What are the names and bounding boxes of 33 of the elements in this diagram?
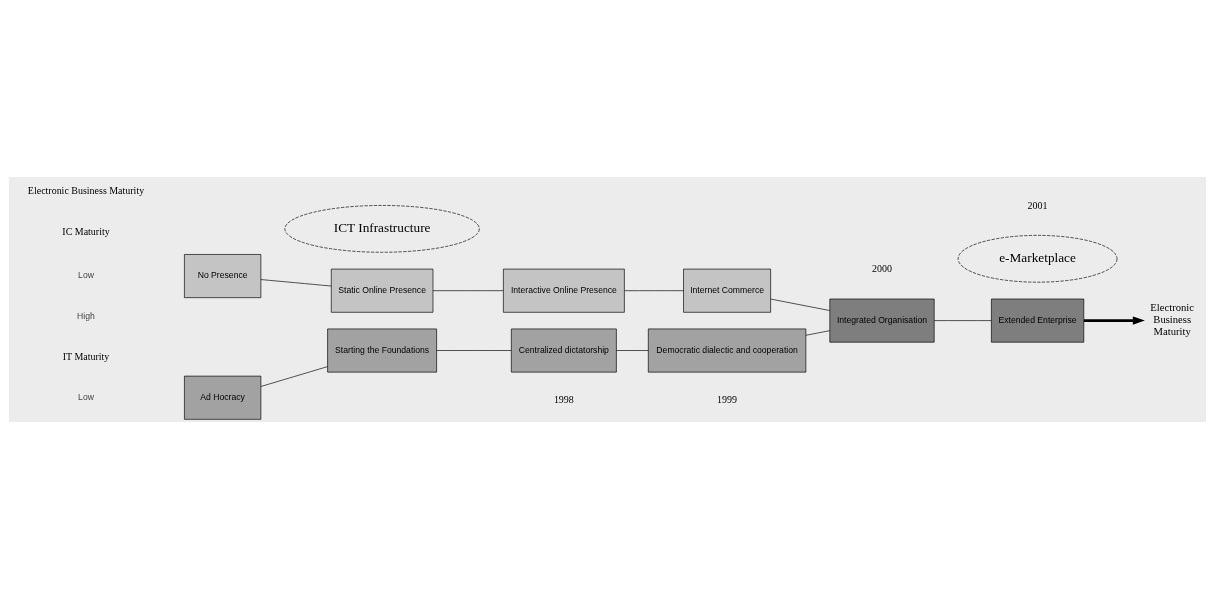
connector xyxy=(805,330,831,336)
label: 2001 xyxy=(1027,200,1048,212)
label: Low xyxy=(78,270,94,281)
node-ellipse: ICT Infrastructure xyxy=(284,205,480,253)
connector xyxy=(260,366,328,387)
node-box: Extended Enterprise xyxy=(991,298,1085,343)
connector xyxy=(260,279,332,287)
node-box: Internet Commerce xyxy=(683,268,771,313)
label: 2000 xyxy=(872,263,892,275)
node-box: Integrated Organisation xyxy=(829,298,935,343)
node-box: Democratic dialectic and cooperation xyxy=(647,328,807,373)
label: High xyxy=(77,310,95,321)
label: 1999 xyxy=(717,394,738,406)
node-box: No Presence xyxy=(184,254,262,298)
node-text: Electronic Business Maturity xyxy=(1150,302,1195,338)
node-ellipse: e-Marketplace xyxy=(957,235,1118,283)
label: 1998 xyxy=(553,394,574,406)
connector xyxy=(770,298,830,311)
connector xyxy=(616,350,649,351)
label: IT Maturity xyxy=(62,350,110,362)
connector xyxy=(436,350,512,351)
label: Electronic Business Maturity xyxy=(27,184,145,196)
connector xyxy=(624,290,684,291)
connector xyxy=(432,290,504,291)
connector xyxy=(933,320,992,321)
node-box: Static Online Presence xyxy=(330,268,434,313)
node-box: Starting the Foundations xyxy=(327,328,437,373)
label: Low xyxy=(78,391,94,402)
node-box: Centralized dictatorship xyxy=(511,328,617,373)
arrow xyxy=(1083,316,1145,325)
node-box: Ad Hocracy xyxy=(184,375,262,420)
node-box: Interactive Online Presence xyxy=(503,268,625,313)
label: IC Maturity xyxy=(62,225,110,237)
